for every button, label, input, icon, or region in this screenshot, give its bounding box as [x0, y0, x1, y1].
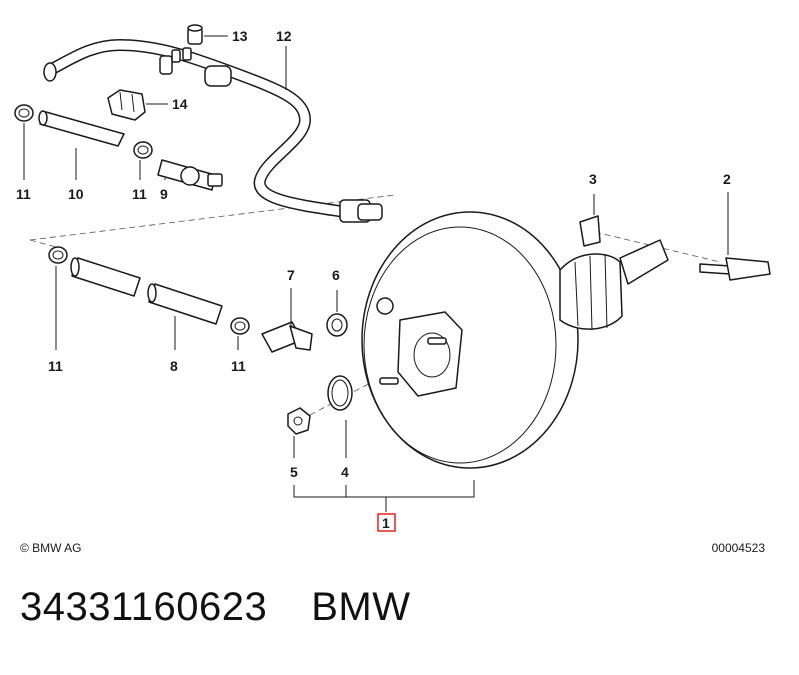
callout-2: 2 [723, 171, 731, 187]
callout-12: 12 [276, 28, 292, 44]
grommet[interactable] [326, 313, 348, 337]
spring-clip[interactable] [579, 215, 601, 247]
part-caption: 34331160623 BMW [20, 585, 411, 630]
callout-3: 3 [589, 171, 597, 187]
brand-name: BMW [311, 585, 411, 629]
fork-pin[interactable] [699, 257, 771, 281]
hose-clamp-lower-mid[interactable] [230, 317, 250, 335]
callout-5: 5 [290, 464, 298, 480]
vacuum-hose-assembly[interactable] [43, 39, 383, 223]
callout-1: 1 [382, 515, 390, 531]
callout-4: 4 [341, 464, 349, 480]
image-number: 00004523 [711, 541, 765, 555]
hose-short-upper[interactable] [38, 110, 125, 147]
copyright-notice: © BMW AG [20, 541, 82, 555]
callout-11-b: 11 [132, 186, 147, 202]
bracket-clip[interactable] [107, 89, 146, 121]
callout-6: 6 [332, 267, 340, 283]
group-frame-upper [29, 194, 396, 241]
hose-clamp-upper-mid[interactable] [133, 141, 153, 159]
plug-cap[interactable] [171, 24, 203, 63]
brake-booster[interactable] [361, 211, 669, 469]
callout-11-c: 11 [48, 358, 63, 374]
check-valve[interactable] [157, 159, 223, 191]
callout-8: 8 [170, 358, 178, 374]
elbow-connector[interactable] [261, 321, 313, 353]
callout-7: 7 [287, 267, 295, 283]
callout-11-d: 11 [231, 358, 246, 374]
o-ring[interactable] [327, 375, 353, 411]
callout-14: 14 [172, 96, 188, 112]
hose-clamp-upper-left[interactable] [14, 104, 34, 122]
callout-13: 13 [232, 28, 248, 44]
hose-lower-left[interactable] [70, 257, 141, 297]
callout-11-a: 11 [16, 186, 31, 202]
callout-1-highlighted[interactable]: 1 [377, 513, 396, 532]
hose-clamp-lower-left[interactable] [48, 246, 68, 264]
part-number: 34331160623 [20, 585, 268, 629]
hex-nut[interactable] [287, 407, 311, 435]
hose-lower-right[interactable] [147, 283, 223, 325]
callout-9: 9 [160, 186, 168, 202]
callout-10: 10 [68, 186, 84, 202]
